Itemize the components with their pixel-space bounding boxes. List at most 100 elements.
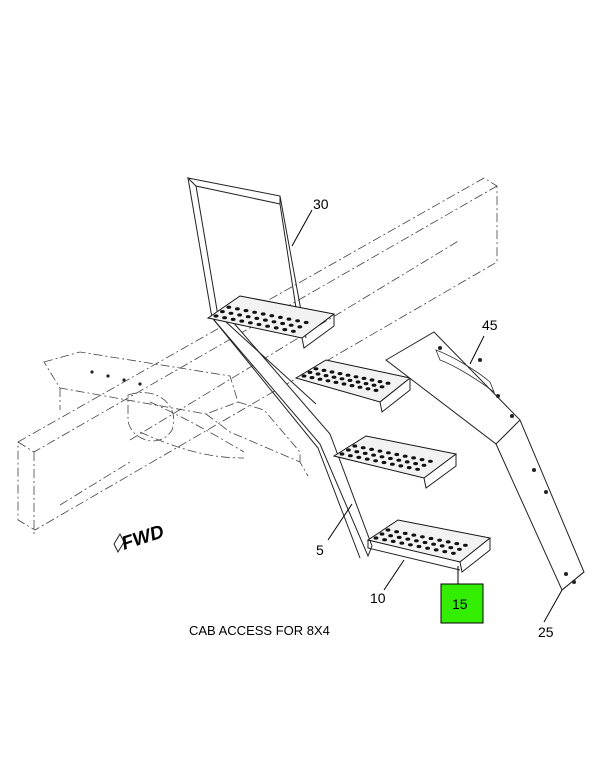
callout-25[interactable]: 25 — [538, 624, 554, 640]
tread-hole — [394, 530, 399, 534]
tread-hole — [333, 380, 339, 384]
tread-hole — [433, 548, 439, 552]
tread-hole — [369, 447, 374, 451]
tread-hole — [269, 314, 275, 318]
tread-hole — [288, 323, 294, 327]
tread-hole — [457, 547, 462, 551]
tread-hole — [273, 326, 279, 330]
tread-hole — [360, 446, 366, 450]
callout-10[interactable]: 10 — [370, 590, 386, 606]
tread-hole — [415, 467, 420, 471]
tread-hole — [396, 535, 402, 540]
tread-hole — [373, 388, 379, 392]
tread-hole — [388, 534, 393, 538]
tread-hole — [363, 382, 369, 386]
tread-hole — [379, 455, 385, 459]
callout-45[interactable]: 45 — [482, 317, 498, 333]
callout-30[interactable]: 30 — [313, 196, 329, 212]
tread-hole — [445, 540, 451, 544]
tread-hole — [390, 462, 395, 466]
tread-perforations — [213, 305, 468, 555]
tread-hole — [385, 381, 391, 385]
tread-hole — [411, 533, 417, 537]
tread-hole — [385, 528, 391, 532]
tread-hole — [425, 546, 430, 550]
frame-rail-phantom — [17, 177, 498, 534]
step-tread-third — [332, 435, 458, 489]
tread-hole — [428, 459, 433, 463]
tread-hole — [248, 321, 253, 325]
tread-hole — [347, 378, 353, 382]
side-stringer-5 — [213, 313, 373, 559]
tread-hole — [386, 451, 391, 455]
fwd-direction-marker: FWD — [113, 521, 167, 555]
tread-hole — [331, 375, 337, 379]
tread-hole — [379, 532, 385, 536]
tread-hole — [394, 452, 400, 457]
step-tread-bottom — [366, 519, 492, 573]
tread-hole — [222, 316, 228, 320]
tread-hole — [348, 454, 353, 458]
tread-hole — [399, 541, 405, 545]
tread-hole — [448, 546, 454, 550]
tread-hole — [325, 379, 331, 383]
fwd-label: FWD — [119, 521, 167, 554]
step-tread-top — [206, 295, 336, 349]
tread-hole — [321, 368, 327, 372]
tread-hole — [398, 464, 404, 468]
tread-hole — [254, 316, 260, 320]
tread-hole — [303, 320, 309, 325]
tread-hole — [420, 535, 425, 539]
tread-hole — [362, 451, 368, 455]
tread-hole — [416, 544, 422, 549]
tread-hole — [428, 536, 434, 541]
tread-hole — [357, 385, 363, 389]
tread-hole — [402, 454, 408, 458]
tread-hole — [404, 460, 410, 464]
tread-hole — [297, 325, 303, 329]
tread-hole — [235, 307, 240, 311]
highlight-box[interactable] — [440, 583, 484, 624]
tread-hole — [354, 450, 360, 454]
tread-hole — [369, 378, 375, 382]
tread-hole — [271, 320, 277, 324]
tread-hole — [365, 387, 371, 391]
tread-hole — [278, 315, 283, 319]
tread-hole — [419, 458, 425, 462]
tread-hole — [317, 377, 323, 381]
callout-15-highlight[interactable]: 15 — [440, 583, 484, 624]
tread-hole — [341, 382, 347, 386]
tread-hole — [346, 448, 351, 452]
tread-hole — [382, 538, 387, 542]
callout-5[interactable]: 5 — [316, 542, 324, 558]
tread-hole — [220, 310, 225, 314]
tread-hole — [439, 544, 445, 548]
tread-hole — [377, 380, 383, 384]
tread-hole — [422, 540, 428, 545]
tread-hole — [295, 319, 300, 323]
tread-hole — [390, 539, 396, 544]
tread-hole — [396, 458, 402, 462]
tread-hole — [243, 309, 249, 313]
tread-hole — [337, 372, 343, 376]
tread-hole — [245, 315, 251, 319]
tread-hole — [263, 318, 268, 322]
tread-hole — [353, 375, 359, 379]
tread-hole — [437, 538, 442, 542]
tread-hole — [256, 322, 262, 327]
diagram-caption: CAB ACCESS FOR 8X4 — [189, 623, 330, 638]
tread-hole — [230, 317, 236, 321]
tread-hole — [411, 456, 416, 460]
tread-hole — [309, 376, 315, 380]
tread-hole — [213, 314, 219, 318]
tread-hole — [291, 329, 296, 333]
callout-15[interactable]: 15 — [452, 596, 468, 612]
tread-hole — [313, 367, 319, 371]
tread-hole — [361, 376, 367, 380]
tread-hole — [377, 449, 383, 453]
tread-hole — [252, 310, 257, 314]
tread-hole — [454, 542, 460, 546]
tread-hole — [301, 374, 307, 378]
tread-hole — [280, 321, 285, 326]
